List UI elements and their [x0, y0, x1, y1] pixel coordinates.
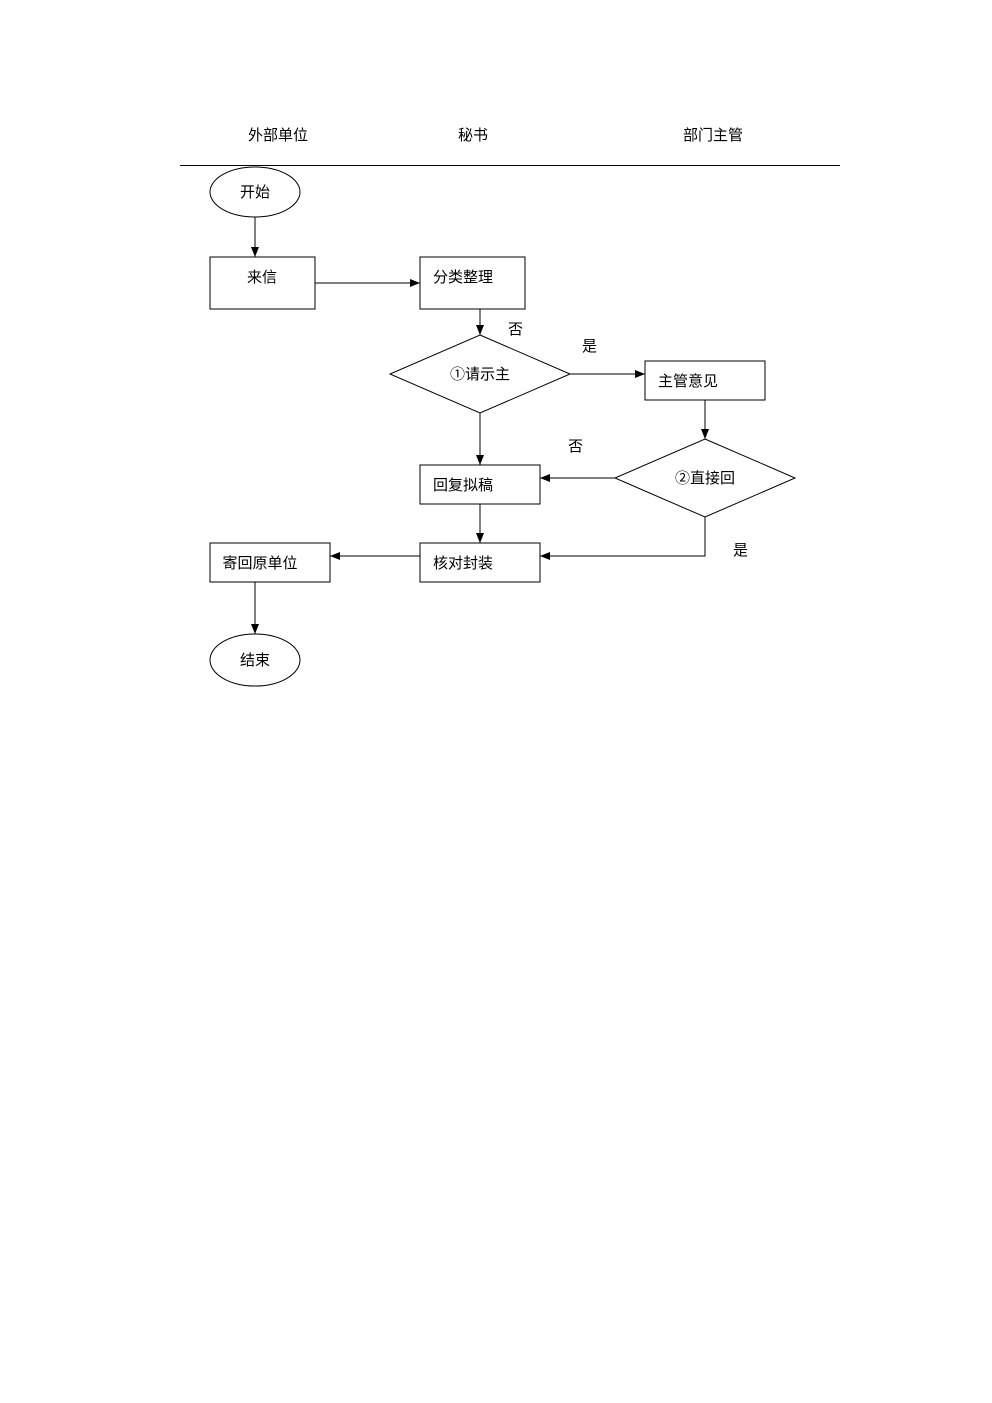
ask-manager-decision: ①请示主	[388, 334, 572, 414]
check-seal-node: 核对封装	[419, 542, 541, 583]
incoming-letter-label: 来信	[247, 268, 277, 286]
ask-manager-label: ①请示主	[450, 365, 510, 383]
classify-label: 分类整理	[433, 268, 493, 286]
start-label: 开始	[240, 183, 270, 201]
arrow-direct-yes-to-check	[540, 517, 706, 560]
direct-reply-decision: ②直接回	[613, 438, 797, 518]
start-node: 开始	[209, 166, 301, 218]
manager-opinion-label: 主管意见	[658, 372, 718, 390]
incoming-letter-node: 来信	[209, 256, 316, 310]
lane-header-external: 外部单位	[248, 126, 309, 144]
draft-reply-node: 回复拟稿	[419, 464, 541, 505]
draft-reply-label: 回复拟稿	[433, 476, 493, 494]
edge-label-ask-no: 否	[508, 320, 523, 338]
end-label: 结束	[240, 651, 270, 669]
send-back-label: 寄回原单位	[222, 554, 297, 572]
classify-node: 分类整理	[419, 256, 526, 310]
lane-header-secretary: 秘书	[458, 126, 489, 144]
end-node: 结束	[209, 633, 301, 687]
edge-label-direct-yes: 是	[733, 541, 748, 559]
edge-label-ask-yes: 是	[582, 337, 597, 355]
edge-label-direct-no: 否	[568, 437, 583, 455]
send-back-node: 寄回原单位	[209, 542, 331, 583]
direct-reply-label: ②直接回	[675, 469, 735, 487]
check-seal-label: 核对封装	[433, 554, 493, 572]
manager-opinion-node: 主管意见	[644, 360, 766, 401]
lane-header-manager: 部门主管	[683, 126, 744, 144]
